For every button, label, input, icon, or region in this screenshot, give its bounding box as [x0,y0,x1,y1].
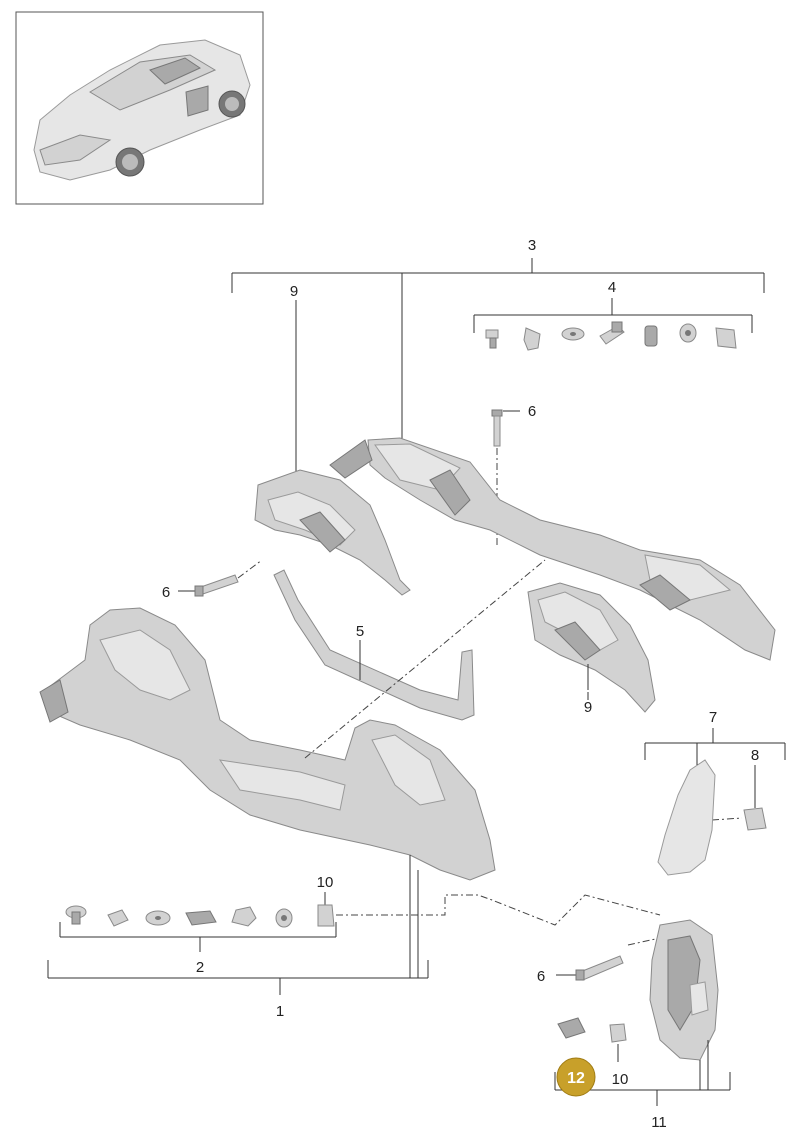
car-image [33,39,251,181]
nut-part [679,323,697,343]
trim-cover-7 [657,759,716,876]
rollbar-support-beam [329,437,776,661]
washer-part [561,327,585,341]
block-part [185,910,217,926]
group-bracket-3 [231,258,765,485]
group-bracket-2 [59,892,337,952]
grommet-part [65,905,87,925]
bracket-clip-part [715,327,737,349]
label-7: 7 [709,709,717,726]
label-5: 5 [356,623,364,640]
clip-8-part [743,807,767,831]
cap-part [231,906,257,927]
vehicle-thumbnail [15,11,264,205]
u-bracket-5 [273,569,475,721]
spacer-part [644,325,658,347]
clip-part [107,909,129,927]
label-10-left: 10 [317,874,334,891]
trim-panel-1 [39,607,496,881]
group-bracket-4 [473,298,753,333]
leader-lines [587,692,589,700]
label-10-bottom: 10 [612,1071,629,1088]
washer-part [145,910,171,926]
side-frame-bracket-left [254,469,411,596]
label-8: 8 [751,747,759,764]
hardware-set-2 [65,904,335,928]
label-6-bottom: 6 [537,968,545,985]
clip-10-part [317,904,335,927]
bolt-part [599,321,625,345]
highlight-badge-12[interactable]: 12 [556,1057,596,1097]
side-frame-bracket-right [527,582,656,713]
label-9-top: 9 [290,283,298,300]
group-bracket-1 [47,855,429,995]
screw-6-bottom [556,955,624,981]
group-bracket-7 [644,728,786,808]
part-labels: 3 9 4 6 6 5 9 7 8 10 2 6 1 10 11 [162,237,759,1131]
label-3: 3 [528,237,536,254]
label-1: 1 [276,1003,284,1020]
nut-plate-12-part [557,1017,586,1039]
hardware-set-4 [485,321,737,351]
label-2: 2 [196,959,204,976]
screw-part [485,329,499,349]
label-9-right: 9 [584,699,592,716]
hardware-set-11 [557,1017,627,1062]
nut-part [275,908,293,928]
label-4: 4 [608,279,616,296]
screw-6-left [178,559,263,597]
label-11: 11 [651,1114,667,1131]
clip-part [523,327,541,351]
clip-10-bottom-part [609,1023,627,1043]
hinge-bracket-11 [649,919,719,1061]
label-6-top: 6 [528,403,536,420]
label-12: 12 [567,1070,585,1087]
dashed-connectors [304,559,743,946]
label-6-left: 6 [162,584,170,601]
